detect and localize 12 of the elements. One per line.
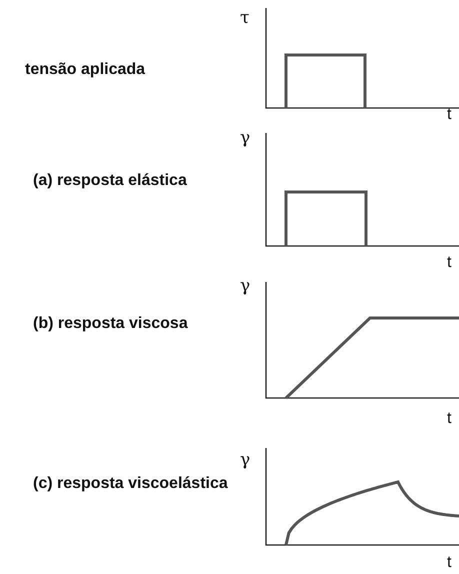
- axis-label: t: [447, 410, 452, 428]
- panel-caption: (b) resposta viscosa: [33, 314, 189, 334]
- axis-label: t: [447, 106, 452, 124]
- panel-caption: (a) resposta elástica: [33, 171, 188, 191]
- panel-caption: tensão aplicada: [25, 60, 146, 80]
- axis-label: γ: [240, 276, 250, 296]
- axis-label: γ: [240, 128, 250, 148]
- axis-label: t: [447, 254, 452, 272]
- axis-label: τ: [240, 8, 250, 28]
- axis-label: γ: [240, 450, 250, 470]
- axis-label: t: [447, 554, 452, 572]
- panel-caption: (c) resposta viscoelástica: [33, 474, 229, 494]
